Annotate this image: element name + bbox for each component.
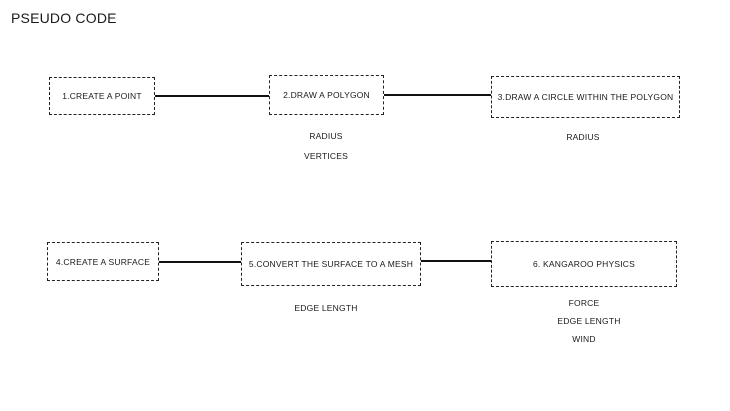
page-title: PSEUDO CODE <box>11 10 117 26</box>
step-6-param-edge-length: EDGE LENGTH <box>557 316 621 326</box>
step-box-2: 2.DRAW A POLYGON <box>269 75 384 115</box>
step-label-2: 2.DRAW A POLYGON <box>283 90 370 100</box>
step-label-3: 3.DRAW A CIRCLE WITHIN THE POLYGON <box>497 92 674 102</box>
step-3-param-radius: RADIUS <box>566 132 600 142</box>
step-box-4: 4.CREATE A SURFACE <box>47 242 159 281</box>
step-box-6: 6. KANGAROO PHYSICS <box>491 241 677 287</box>
connector-4-5 <box>159 261 242 263</box>
step-label-6: 6. KANGAROO PHYSICS <box>532 259 636 269</box>
step-box-1: 1.CREATE A POINT <box>49 77 155 115</box>
step-label-1: 1.CREATE A POINT <box>62 91 142 101</box>
step-label-5: 5.CONVERT THE SURFACE TO A MESH <box>248 259 414 269</box>
step-2-param-radius: RADIUS <box>309 131 343 141</box>
step-label-4: 4.CREATE A SURFACE <box>55 256 151 267</box>
connector-2-3 <box>384 94 492 96</box>
step-2-param-vertices: VERTICES <box>304 151 348 161</box>
connector-5-6 <box>420 260 492 262</box>
step-6-param-force: FORCE <box>568 298 600 308</box>
step-5-param-edge-length: EDGE LENGTH <box>294 303 358 313</box>
step-6-param-wind: WIND <box>572 334 596 344</box>
step-box-3: 3.DRAW A CIRCLE WITHIN THE POLYGON <box>491 76 680 118</box>
connector-1-2 <box>155 95 270 97</box>
step-box-5: 5.CONVERT THE SURFACE TO A MESH <box>241 242 421 286</box>
